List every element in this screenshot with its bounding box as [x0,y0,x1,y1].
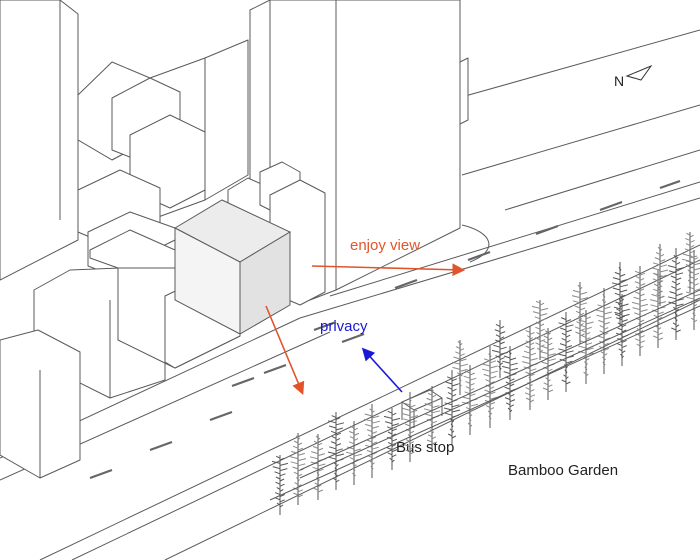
bamboo-garden-label: Bamboo Garden [508,462,618,479]
enjoy-view-arrow-down [265,305,305,395]
privacy-label: privacy [320,318,368,335]
enjoy-view-label: enjoy view [350,237,420,254]
bamboo-tree-icon [482,346,498,428]
bamboo-tree-icon [578,310,594,384]
enjoy-view-arrow [311,263,466,277]
bamboo-tree-icon [631,266,649,356]
bamboo-tree-icon [345,421,363,485]
bamboo-tree-icon [271,455,289,515]
bamboo-tree-icon [451,340,469,395]
bamboo-tree-icon [611,262,629,326]
bamboo-tree-icon [651,244,669,306]
bamboo-tree-icon [363,404,381,478]
bamboo-tree-icon [681,232,699,292]
bus-stop-label: Bus stop [396,439,454,456]
bamboo-tree-icon [522,326,538,410]
bamboo-tree-icon [461,365,479,435]
site-building [173,199,292,335]
lane-markings [89,179,681,480]
bamboo-tree-icon [613,294,631,366]
north-arrow-icon [625,64,653,81]
bamboo-garden-trees [271,232,700,515]
bamboo-tree-icon [667,248,685,340]
bamboo-tree-icon [531,300,549,360]
bamboo-tree-icon [558,312,574,392]
north-label: N [614,73,624,89]
planter-rails [269,289,700,501]
privacy-arrow [361,347,403,393]
bamboo-tree-icon [491,320,509,378]
buildings-mid [0,161,326,479]
bamboo-tree-icon [595,288,613,374]
bamboo-tree-icon [289,433,307,505]
bamboo-tree-icon [571,282,589,344]
north-indicator: N [614,64,653,89]
